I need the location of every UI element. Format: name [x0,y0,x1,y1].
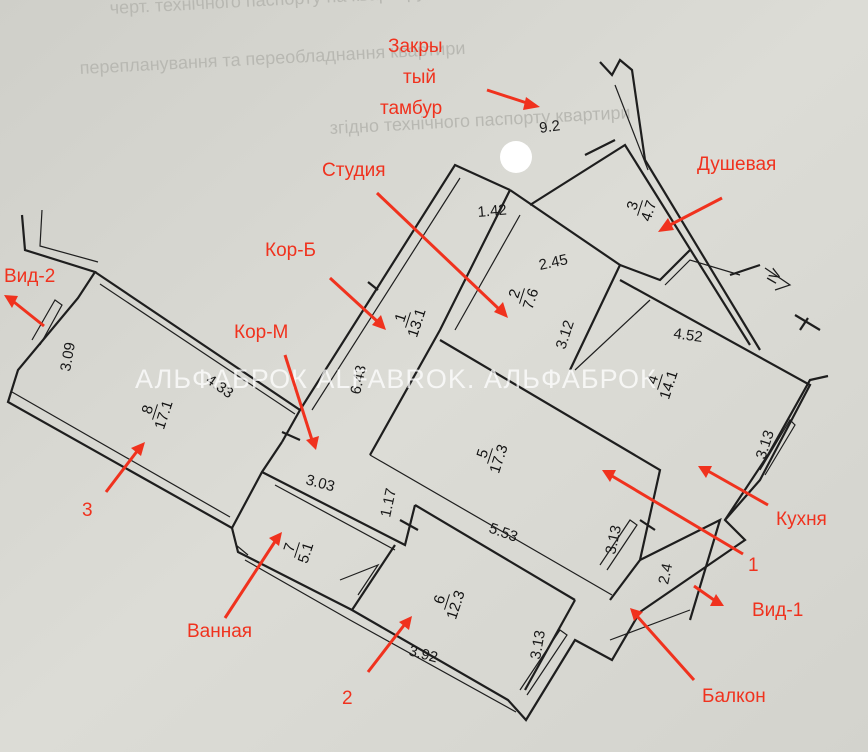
arrow-view-2 [13,300,45,328]
arrow-studio [375,191,502,312]
label-bathroom: Ванная [187,621,252,642]
arrow-balcony-head [630,608,643,621]
arrow-corridor-m [283,354,314,441]
arrow-bathroom-head [269,532,282,546]
dim-2-4: 2.4 [655,562,676,586]
arrow-view-1 [693,584,715,602]
arrow-kitchen-head [698,466,712,478]
arrow-room-1 [611,474,744,556]
watermark-text: АЛЬФАБРОК ALFABROK. АЛЬФАБРОК [135,364,657,394]
arrow-view-2-head [4,295,18,308]
arrow-shower-head [658,218,674,232]
room-7-area: 5.1 [295,540,318,565]
dim-tambour-area: 9.2 [538,117,561,137]
label-corridor-b: Кор-Б [265,240,316,261]
label-view-1: Вид-1 [752,600,803,621]
arrow-room-2-head [399,616,412,630]
label-closed-tambour-line-2: тый [403,67,436,88]
dim-1-42: 1.42 [477,202,508,221]
arrow-shower [667,196,723,228]
annotation-arrows [4,88,769,681]
arrow-corridor-b [328,276,380,324]
dim-3-13-room6: 3.13 [527,629,549,661]
label-closed-tambour-line-3: тамбур [380,98,442,119]
dim-2-45: 2.45 [537,251,569,274]
arrow-corridor-m-head [306,436,319,450]
arrow-studio-head [494,302,508,318]
dim-3-92: 3.92 [407,642,440,666]
arrow-room-2 [366,623,407,673]
label-balcony: Балкон [702,686,766,707]
label-studio: Студия [322,160,386,181]
dim-3-09: 3.09 [57,341,79,373]
arrow-room-1-head [602,470,616,482]
arrow-kitchen [707,469,769,507]
room-2-area: 7.6 [520,286,543,311]
room-3-area: 4.7 [638,198,661,223]
position-marker [500,141,532,173]
label-room-3: 3 [82,500,93,521]
label-view-2: Вид-2 [4,266,55,287]
annotation-labels: Закры тый тамбур Студия Душевая Кор-Б Ко… [4,36,827,709]
arrow-balcony [635,615,696,681]
label-room-2: 2 [342,688,353,709]
dim-3-03: 3.03 [304,471,337,495]
label-shower: Душевая [697,154,776,175]
dim-3-13-room5: 3.13 [602,524,625,556]
label-closed-tambour-line-1: Закры [388,36,443,57]
arrow-view-1-head [710,594,724,606]
arrow-tambour-head [523,97,540,110]
arrow-room-3 [104,449,140,493]
label-corridor-m: Кор-М [234,322,288,343]
arrow-tambour [486,88,531,106]
dim-4-52: 4.52 [672,325,703,346]
label-room-1: 1 [748,555,759,576]
dim-6-43: 6.43 [347,364,370,396]
arrow-corridor-b-head [372,315,386,330]
label-kitchen: Кухня [776,509,827,530]
walls [6,58,829,722]
arrow-room-3-head [131,442,145,456]
arrow-bathroom [223,539,278,619]
dim-1-17: 1.17 [377,487,400,519]
